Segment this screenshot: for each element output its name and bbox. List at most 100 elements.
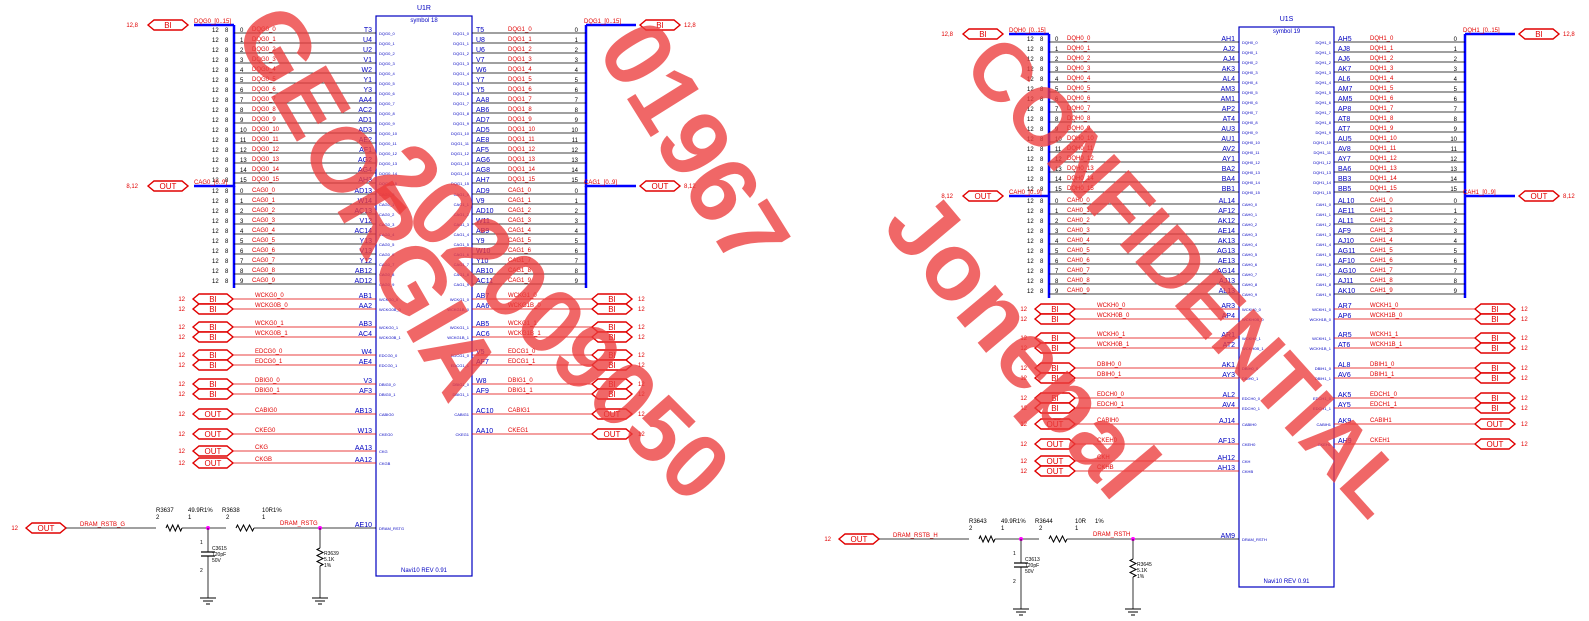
left-dq0-w-13: 12 [212, 158, 219, 164]
right-ca0-pin-9: AL13 [1219, 288, 1235, 295]
left-dq0-w-8: 12 [212, 108, 219, 114]
right-lsig-port-2: BI [1033, 332, 1077, 344]
right-lsig-page-4: 12 [1020, 366, 1027, 372]
left-ca0-idx-6: 6 [240, 249, 244, 255]
left-ca0-pin-1: W14 [358, 198, 373, 205]
left-dq0-sig-7: DQG0_7 [379, 101, 396, 106]
right-dq1-net-7: DQH1_7 [1370, 106, 1394, 112]
right-ca0-sig-3: CAH0_3 [1242, 232, 1258, 237]
right-ca1-net-4: CAH1_4 [1370, 238, 1393, 244]
left-rsig-net-1: WCKG1B_0 [508, 303, 541, 309]
right-rsig-pin-1: AP6 [1338, 313, 1351, 320]
right-rsig-port-9-shape [1473, 438, 1517, 450]
left-dq0-pin-14: AG4 [358, 167, 372, 174]
left-lsig-pin-0: AB1 [359, 293, 372, 300]
left-r1-ref: R3637 [156, 508, 174, 514]
left-dq0-b-2: 8 [225, 48, 229, 54]
left-dq0-sig-10: DQG0_10 [379, 131, 398, 136]
left-ca0-idx-5: 5 [240, 239, 244, 245]
left-lsig-pin-8: AB13 [355, 408, 372, 415]
right-ca1-idx-5: 5 [1454, 249, 1458, 255]
right-ca0-pin-4: AK13 [1218, 238, 1235, 245]
right-dq0-sig-0: DQH0_0 [1242, 40, 1258, 45]
right-ca1-sig-0: CAH1_0 [1316, 202, 1332, 207]
left-dq0-idx-8: 8 [240, 108, 244, 114]
right-dq0-pin-5: AM3 [1221, 86, 1236, 93]
right-r2-p1: 1 [1075, 526, 1079, 532]
left-ca1-sig-0: CAG1_0 [454, 192, 470, 197]
left-dq1-sig-6: DQG1_6 [453, 91, 470, 96]
left-ca1-idx-3: 3 [575, 219, 579, 225]
left-lsig-port-1-label: BI [209, 305, 217, 314]
right-lsig-port-11-label: OUT [1047, 467, 1064, 476]
right-lsig-port-2-label: BI [1051, 334, 1059, 343]
left-dq1-net-9: DQG1_9 [508, 117, 532, 123]
right-dq1-net-14: DQH1_14 [1370, 176, 1397, 182]
left-dq1-sig-10: DQG1_10 [451, 131, 470, 136]
left-dq0-pin-1: U4 [363, 37, 372, 44]
right-ca1-pin-2: AL11 [1338, 218, 1354, 225]
right-dq0-sig-15: DQH0_15 [1242, 190, 1261, 195]
right-dq1-net-5: DQH1_5 [1370, 86, 1394, 92]
left-dq0-idx-1: 1 [240, 38, 244, 44]
right-rsig-port-6-label: BI [1491, 394, 1499, 403]
left-r3-tol: 1% [324, 563, 332, 569]
left-ca0-b-6: 8 [225, 249, 229, 255]
right-ca1-idx-9: 9 [1454, 289, 1458, 295]
right-lsig-sig-8: CABIH0 [1242, 422, 1257, 427]
left-dq1-net-0: DQG1_0 [508, 27, 532, 33]
left-rsig-port-2: BI [590, 321, 634, 333]
left-ca1-sig-3: CAG1_3 [454, 222, 470, 227]
right-dq0-port-label: BI [979, 30, 987, 39]
left-ca0-net-0: CAG0_0 [252, 188, 276, 194]
right-ca0-b-1: 8 [1040, 209, 1044, 215]
right-lsig-page-5: 12 [1020, 376, 1027, 382]
right-ca1-pin-3: AF9 [1338, 228, 1351, 235]
left-dq0-w-11: 12 [212, 138, 219, 144]
left-dq1-idx-1: 1 [575, 38, 579, 44]
left-r3 [315, 547, 325, 567]
right-dq1-sig-14: DQH1_14 [1313, 180, 1332, 185]
left-dq0-sig-0: DQG0_0 [379, 31, 396, 36]
right-dq0-idx-11: 11 [1055, 147, 1062, 153]
left-lsig-pin-2: AB3 [359, 321, 372, 328]
left-rsig-port-9: OUT [590, 428, 634, 440]
right-rsig-port-3-shape [1473, 342, 1517, 354]
left-dq0-pin-10: AD3 [358, 127, 372, 134]
right-rsig-port-3-label: BI [1491, 344, 1499, 353]
left-lsig-pin-10: AA13 [355, 445, 372, 452]
right-chip-body [1238, 26, 1335, 588]
right-ca1-port-shape [1517, 190, 1561, 202]
left-dq0-w-15: 12 [212, 178, 219, 184]
right-c-gnd [1013, 608, 1029, 616]
left-lsig-port-2-label: BI [209, 323, 217, 332]
left-rsig-port-1: BI [590, 303, 634, 315]
left-dq1-pin-12: AF5 [476, 147, 489, 154]
right-dq1-net-8: DQH1_8 [1370, 116, 1394, 122]
left-lsig-port-6: BI [191, 378, 235, 390]
left-rsig-pin-1: AA6 [476, 303, 489, 310]
left-rsig-net-2: WCKG1_1 [508, 321, 537, 327]
right-ca0-port: OUT [961, 190, 1005, 202]
left-ca1-pin-4: AB9 [476, 228, 489, 235]
right-dq1-sig-9: DQH1_9 [1315, 130, 1331, 135]
left-rsig-port-8: OUT [590, 408, 634, 420]
right-dq0-b-14: 8 [1040, 177, 1044, 183]
left-dq0-sig-9: DQG0_9 [379, 121, 396, 126]
right-ca0-net-5: CAH0_5 [1067, 248, 1090, 254]
right-dq0-b-8: 8 [1040, 117, 1044, 123]
right-dq1-pin-0: AH5 [1338, 36, 1352, 43]
left-ca0-sig-9: CAG0_9 [379, 282, 395, 287]
left-rsig-page-1: 12 [638, 307, 645, 313]
right-lsig-sig-10: CKH [1242, 459, 1251, 464]
left-dq0-idx-7: 7 [240, 98, 244, 104]
right-dq0-pin-8: AT4 [1223, 116, 1235, 123]
right-dq1-idx-5: 5 [1454, 87, 1458, 93]
left-dq0-b-15: 8 [225, 178, 229, 184]
right-dq1-pin-2: AJ6 [1338, 56, 1350, 63]
left-ca0-pin-7: Y12 [360, 258, 373, 265]
right-ca0-pin-3: AE14 [1218, 228, 1235, 235]
left-ca1-idx-8: 8 [575, 269, 579, 275]
left-ca1-idx-2: 2 [575, 209, 579, 215]
left-rsig-port-8-label: OUT [604, 410, 621, 419]
